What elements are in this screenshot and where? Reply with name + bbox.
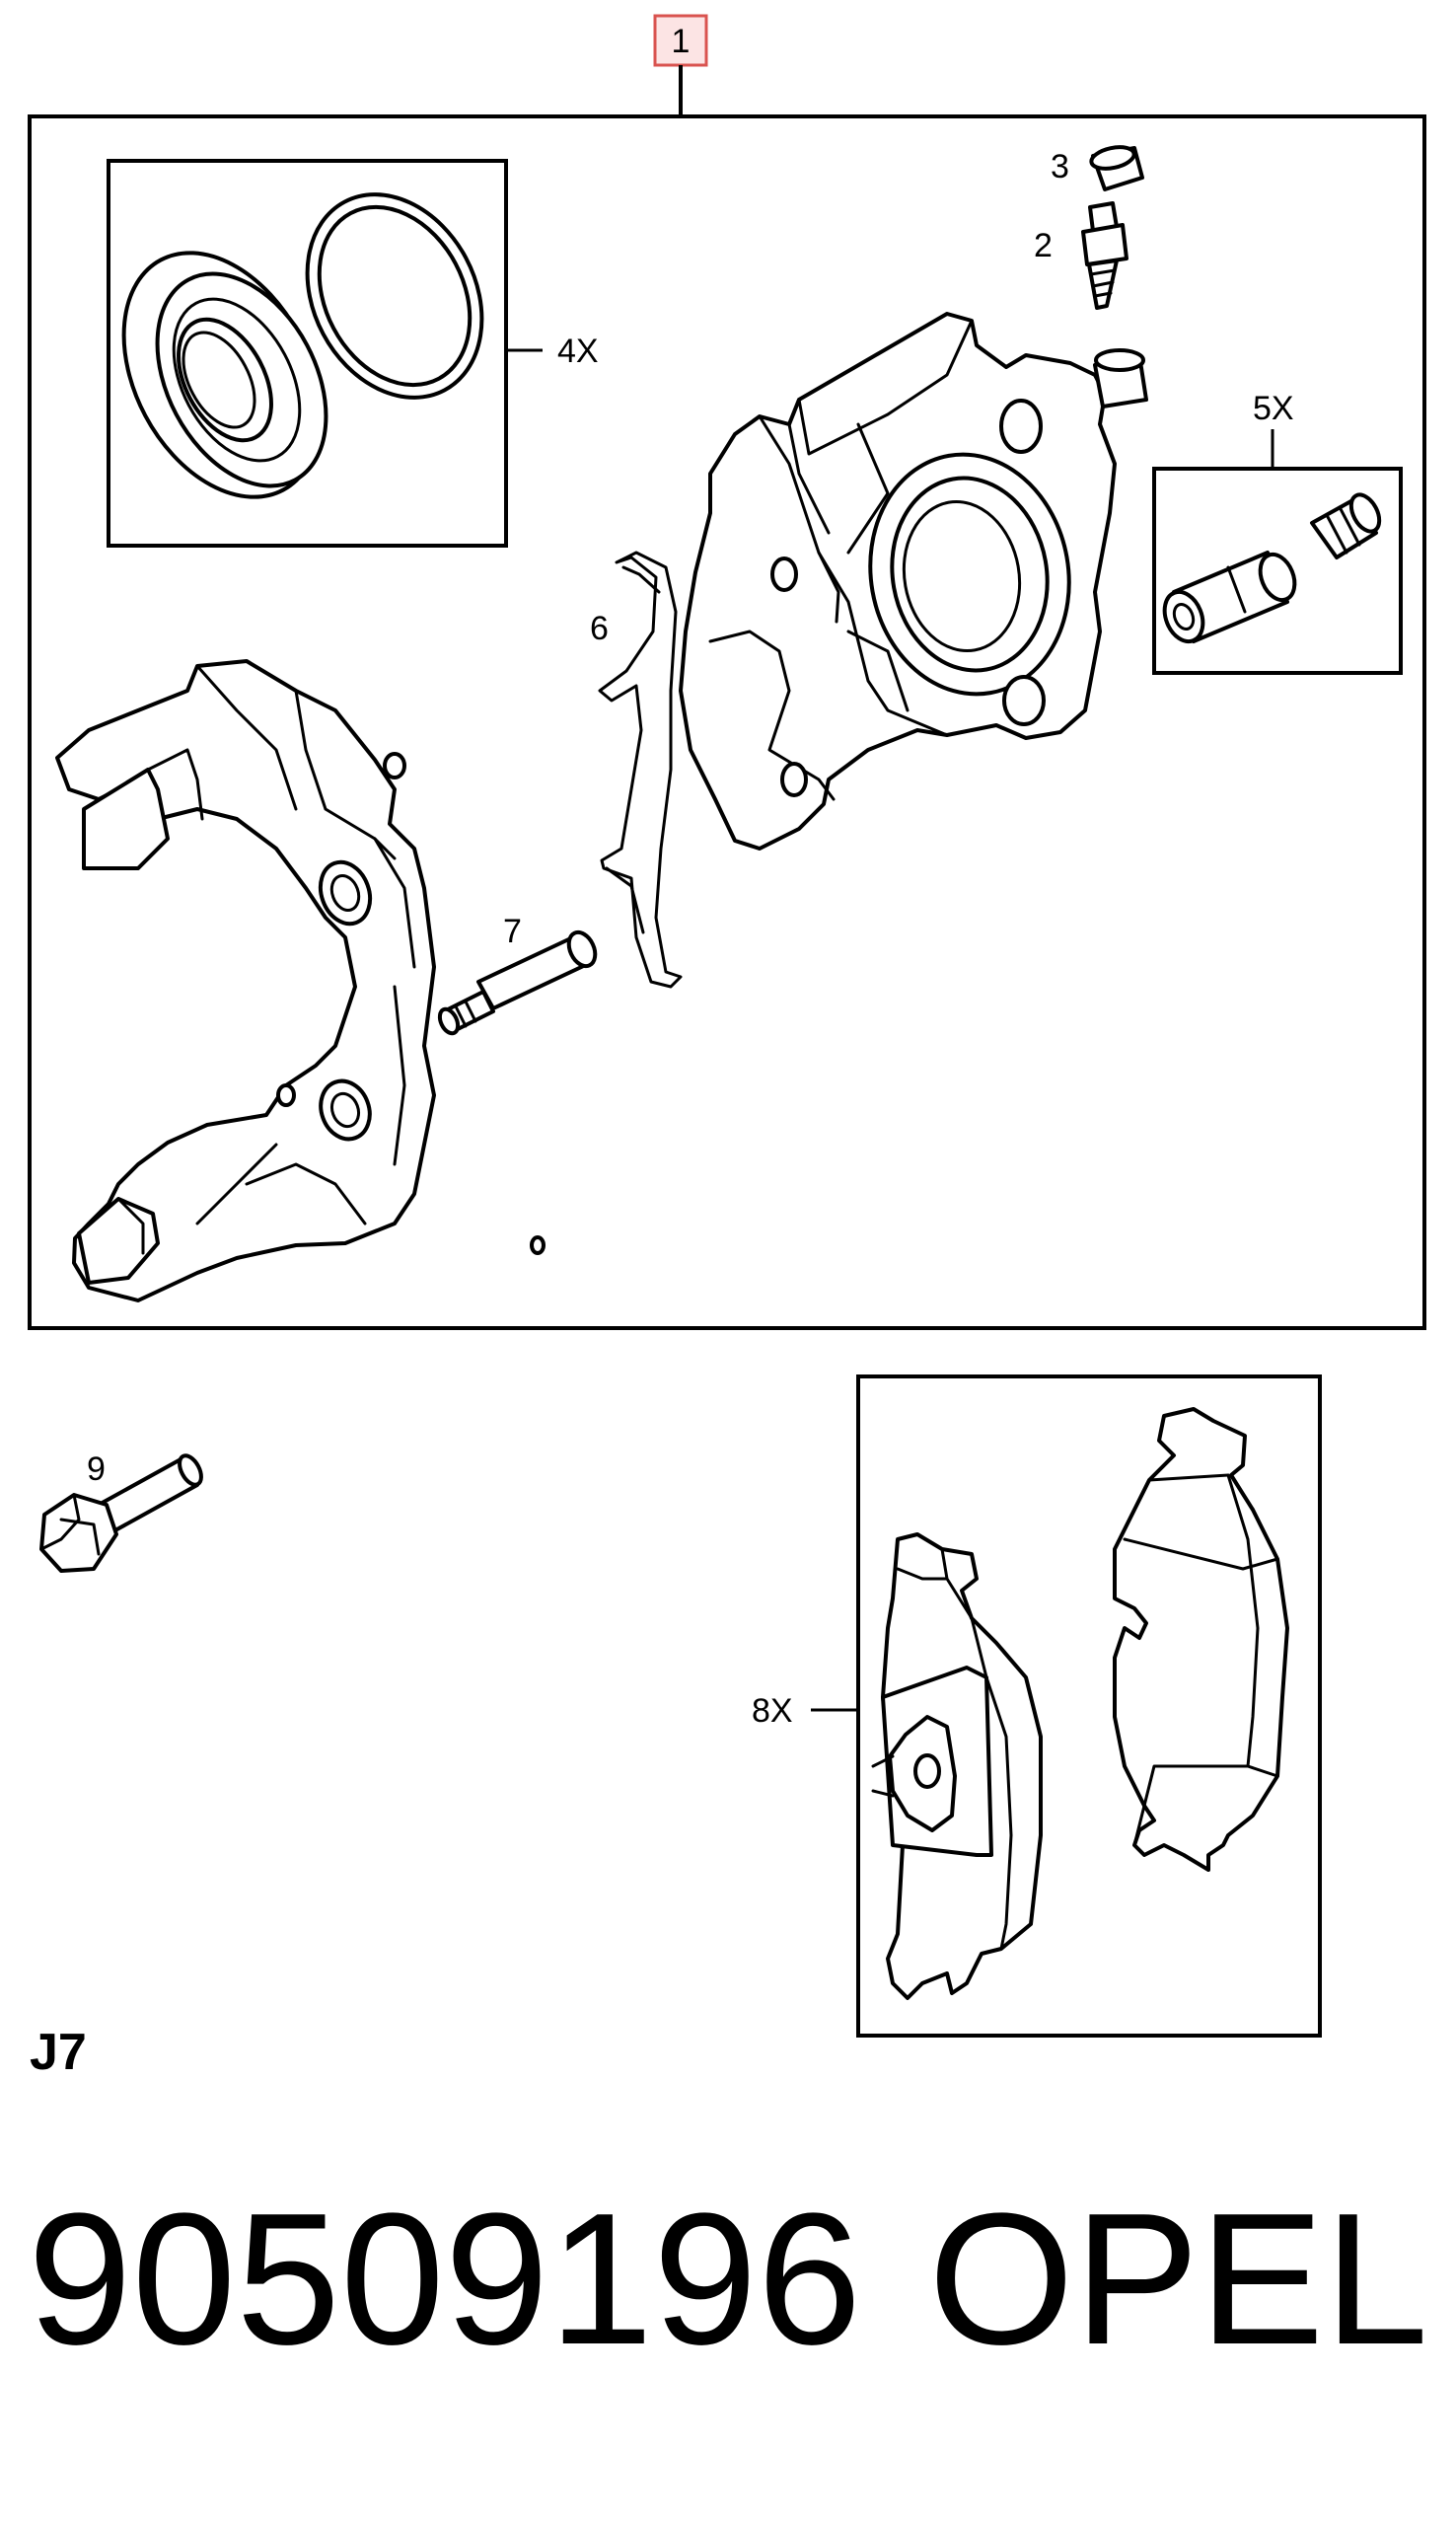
bolt-icon xyxy=(39,1453,203,1573)
callout-1-label: 1 xyxy=(672,23,691,60)
inner-brake-pad-icon xyxy=(871,1532,1043,2000)
guide-kit-group[interactable]: 5X xyxy=(1152,390,1403,675)
callout-7-label: 7 xyxy=(503,913,522,950)
piston-seal-icon xyxy=(121,251,328,499)
brake-pads-group[interactable]: 8X xyxy=(752,1374,1322,2038)
guide-kit-box xyxy=(1152,467,1403,675)
caliper-body-icon xyxy=(679,312,1148,851)
callout-4x-label: 4X xyxy=(557,333,599,370)
callout-2[interactable]: 2 xyxy=(1034,201,1128,310)
callout-6[interactable]: 6 xyxy=(590,551,683,989)
callout-5x-label: 5X xyxy=(1253,390,1294,427)
callout-3[interactable]: 3 xyxy=(1051,144,1144,191)
outer-brake-pad-icon xyxy=(1113,1407,1289,1872)
bleed-screw-icon xyxy=(1081,201,1128,310)
dust-cap-icon xyxy=(1089,145,1144,191)
guide-boot-icon xyxy=(1310,492,1382,559)
brake-pads-box xyxy=(856,1374,1322,2038)
part-number: 90509196 xyxy=(28,2175,862,2384)
caliper-carrier-icon xyxy=(55,659,546,1302)
o-ring-icon xyxy=(305,192,484,400)
callout-2-label: 2 xyxy=(1034,227,1053,264)
callout-8x-label: 8X xyxy=(752,1692,793,1730)
callout-1[interactable]: 1 xyxy=(653,14,708,67)
brand-name: OPEL xyxy=(928,2175,1428,2384)
callout-7[interactable]: 7 xyxy=(436,913,600,1036)
guide-pin-icon xyxy=(437,929,598,1036)
callout-9-label: 9 xyxy=(87,1450,106,1488)
caliper-assembly-frame xyxy=(28,114,1426,1330)
callout-9[interactable]: 9 xyxy=(39,1450,205,1573)
callout-6-label: 6 xyxy=(590,610,609,647)
guide-sleeve-icon xyxy=(1162,551,1297,644)
seal-kit-box xyxy=(107,159,508,548)
seal-kit-group[interactable]: 4X xyxy=(84,159,599,548)
callout-3-label: 3 xyxy=(1051,148,1069,186)
section-code: J7 xyxy=(30,2024,87,2081)
spring-clip-icon xyxy=(598,551,683,989)
